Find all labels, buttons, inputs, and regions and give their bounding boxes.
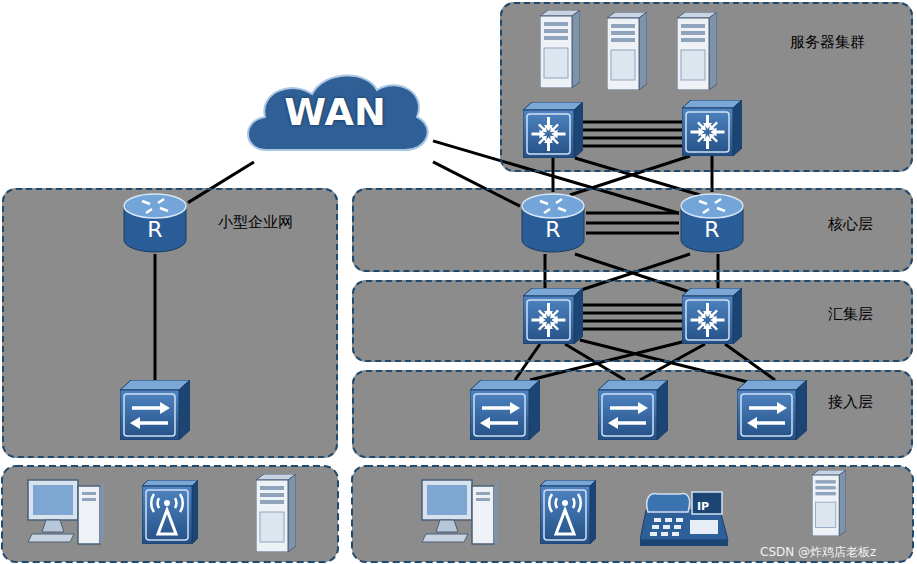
router-icon: R [520, 192, 586, 254]
l3-switch-icon [523, 288, 583, 344]
network-link [433, 141, 679, 213]
region-panel: 服务器集群 [500, 2, 913, 172]
node-label: R [704, 219, 719, 241]
ap-icon [540, 480, 596, 544]
layer-band: 汇集层 [352, 280, 913, 362]
node-label: WAN [284, 92, 385, 132]
l2-switch-icon [598, 380, 668, 440]
pc-icon [422, 480, 498, 544]
server-icon [256, 474, 296, 552]
region-title: 接入层 [828, 393, 873, 411]
terminal-panel [352, 466, 913, 562]
region-title: 核心层 [828, 215, 873, 233]
region-title: 服务器集群 [790, 33, 865, 51]
region-title: 汇集层 [828, 305, 873, 323]
node-label: R [545, 219, 560, 241]
router-icon: R [122, 192, 188, 254]
network-link [188, 162, 254, 203]
l3-switch-icon [682, 100, 742, 156]
network-link [586, 222, 679, 225]
server-icon [540, 10, 580, 88]
l2-switch-icon [120, 380, 190, 440]
region-panel: 小型企业网 R [2, 188, 338, 458]
ip-phone-icon [640, 492, 728, 546]
watermark: CSDN @炸鸡店老板z [758, 544, 878, 561]
l2-switch-icon [737, 380, 807, 440]
router-icon: R [679, 192, 745, 254]
l3-switch-icon [523, 102, 583, 158]
node-label: R [147, 219, 162, 241]
server-icon [607, 12, 647, 90]
network-link [586, 212, 679, 215]
layer-band: 接入层 [352, 370, 913, 458]
ap-icon [142, 480, 198, 544]
phone-label: IP [695, 500, 711, 513]
server-icon [677, 12, 717, 90]
terminal-panel [2, 466, 338, 562]
wan-cloud: WAN [237, 62, 433, 162]
network-link [433, 162, 520, 206]
l3-switch-icon [682, 288, 742, 344]
layer-band: 核心层 R R [352, 188, 913, 272]
wires [155, 122, 775, 385]
network-link [586, 232, 679, 235]
region-title: 小型企业网 [218, 213, 293, 231]
server-icon [812, 470, 846, 536]
l2-switch-icon [470, 380, 540, 440]
pc-icon [28, 480, 104, 544]
